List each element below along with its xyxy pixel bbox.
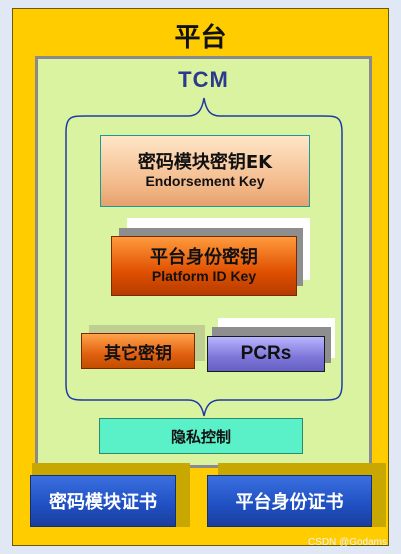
pcrs-box: PCRs: [207, 336, 325, 372]
other-keys-box: 其它密钥: [81, 333, 195, 369]
platform-id-certificate-box: 平台身份证书: [207, 475, 372, 527]
ek-label-en: Endorsement Key: [145, 173, 265, 190]
platform-title: 平台: [174, 23, 227, 53]
platform-id-key-box: 平台身份密钥 Platform ID Key: [111, 236, 297, 296]
pid-label-zh: 平台身份密钥: [150, 246, 258, 268]
module-certificate-box: 密码模块证书: [30, 475, 176, 527]
watermark: CSDN @Godams: [307, 537, 387, 548]
privacy-control-box: 隐私控制: [99, 418, 303, 454]
ek-label-zh: 密码模块密钥EK: [137, 151, 273, 173]
top-brace: [65, 97, 343, 133]
endorsement-key-box: 密码模块密钥EK Endorsement Key: [100, 135, 310, 207]
pid-label-en: Platform ID Key: [151, 268, 257, 285]
bottom-brace: [65, 383, 343, 417]
tcm-title: TCM: [178, 67, 229, 92]
